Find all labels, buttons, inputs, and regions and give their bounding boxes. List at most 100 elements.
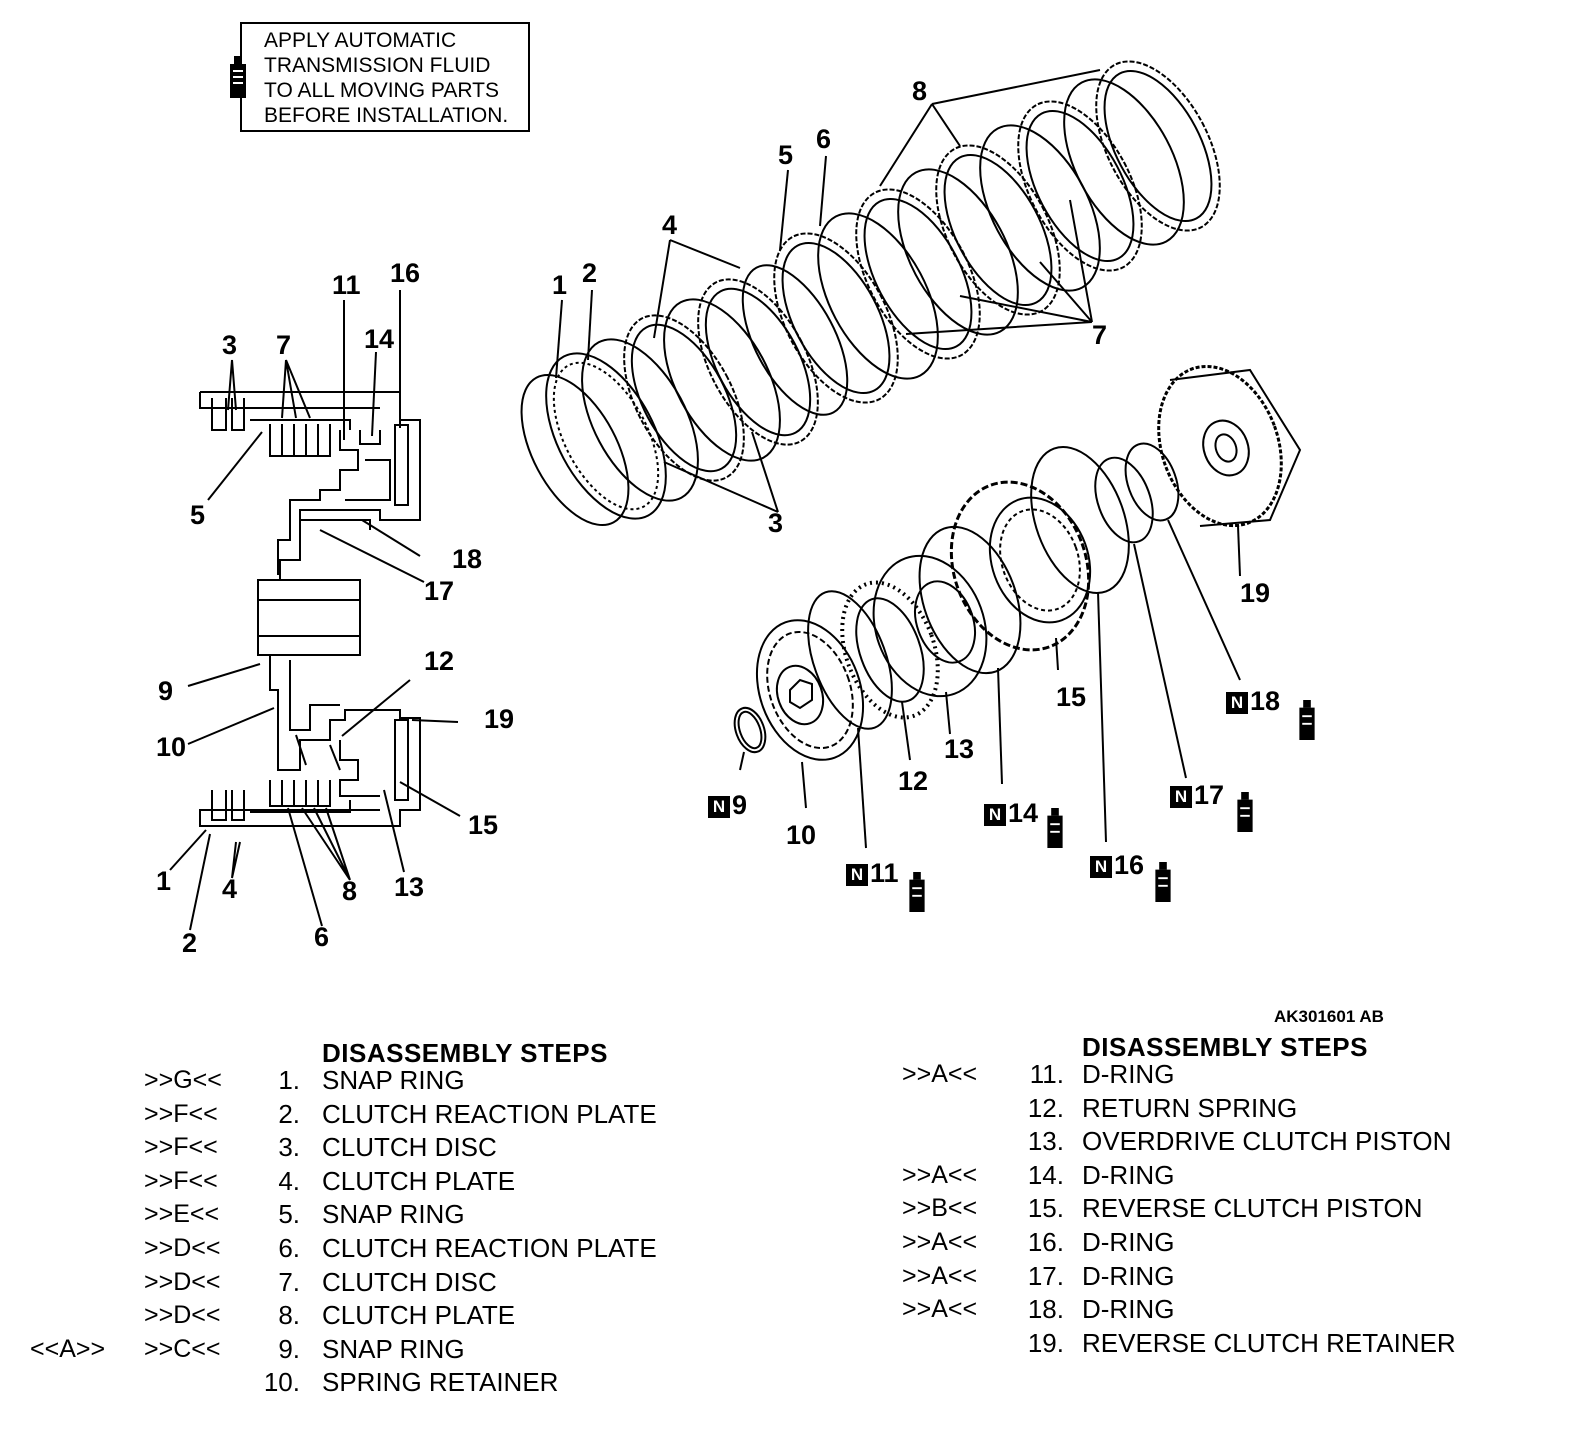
callout-14: 14 — [364, 324, 395, 354]
n-tag: N — [708, 796, 730, 818]
exploded-callout-8: 8 — [912, 76, 928, 106]
step-code: >>D<< — [144, 1234, 221, 1262]
step-row: >>A<< 11. D-RING — [0, 1058, 1584, 1091]
step-row: <<A>> >>C<< 9. SNAP RING — [0, 1333, 1584, 1366]
step-label: SNAP RING — [322, 1199, 465, 1230]
callout-1: 1 — [156, 866, 172, 896]
step-label: SNAP RING — [322, 1065, 465, 1095]
note-line: TO ALL MOVING PARTS — [264, 79, 499, 102]
exploded-callout-4: 4 — [662, 210, 678, 240]
step-label: D-RING — [1082, 1294, 1175, 1325]
step-num: 19. — [1027, 1327, 1064, 1358]
step-num: 5. — [278, 1199, 300, 1230]
exploded-view-diagram — [169, 60, 1302, 931]
step-code: >>F<< — [144, 1166, 218, 1195]
step-row: >>F<<3.CLUTCH DISC — [0, 1131, 1584, 1164]
step-label: D-RING — [1082, 1059, 1175, 1089]
exploded-callout-15: 15 — [1056, 682, 1087, 712]
step-code: >>C<< — [144, 1334, 221, 1363]
step-num: 12. — [1027, 1092, 1064, 1123]
callout-6: 6 — [314, 922, 330, 952]
step-num: 3. — [278, 1132, 300, 1163]
step-num: 13. — [1027, 1126, 1064, 1157]
step-num: 10. — [263, 1367, 300, 1398]
step-num: 7. — [278, 1266, 300, 1297]
callout-4: 4 — [222, 874, 238, 904]
step-label: CLUTCH DISC — [322, 1132, 497, 1163]
step-row: 19. REVERSE CLUTCH RETAINER — [0, 1327, 1584, 1360]
step-label: SPRING RETAINER — [322, 1367, 559, 1398]
note-line: APPLY AUTOMATIC — [264, 29, 457, 52]
step-row: >>A<<17.D-RING — [0, 1260, 1584, 1293]
callout-3: 3 — [222, 330, 238, 360]
clutch-pack-exploded — [520, 60, 1221, 527]
callout-19: 19 — [484, 704, 515, 734]
atf-bottle-icon — [909, 872, 925, 912]
step-code: >>A<< — [902, 1160, 978, 1189]
step-label: SNAP RING — [322, 1333, 465, 1364]
step-code: >>G<< — [144, 1066, 222, 1094]
step-row: 12. RETURN SPRING — [0, 1092, 1584, 1125]
step-label: D-RING — [1082, 1260, 1175, 1291]
step-row: >>D<<6.CLUTCH REACTION PLATE — [0, 1232, 1584, 1265]
step-num: 2. — [278, 1098, 300, 1129]
callout-5: 5 — [190, 500, 206, 530]
callout-13: 13 — [394, 872, 425, 902]
step-num: 11. — [1029, 1059, 1064, 1089]
note-line: TRANSMISSION FLUID — [264, 54, 491, 77]
step-code: >>F<< — [144, 1099, 218, 1128]
note-line: BEFORE INSTALLATION. — [264, 104, 509, 127]
step-row: >>G<< 1. SNAP RING — [0, 1064, 1584, 1097]
callout-8: 8 — [342, 876, 358, 906]
atf-bottle-icon — [1237, 792, 1253, 832]
atf-bottle-icon — [1047, 808, 1063, 848]
steps-title-right: DISASSEMBLY STEPS — [1082, 1032, 1368, 1062]
step-code: >>A<< — [902, 1228, 978, 1256]
step-pre: <<A>> — [30, 1334, 106, 1363]
step-num: 16. — [1027, 1227, 1064, 1257]
step-row: 13. OVERDRIVE CLUTCH PISTON — [0, 1125, 1584, 1158]
exploded-callout-7: 7 — [1092, 320, 1108, 350]
atf-note-box: APPLY AUTOMATIC TRANSMISSION FLUID TO AL… — [240, 22, 530, 132]
exploded-callout-10: 10 — [786, 820, 817, 850]
step-num: 18. — [1027, 1294, 1064, 1325]
step-label: RETURN SPRING — [1082, 1092, 1298, 1123]
step-num: 9. — [278, 1333, 300, 1364]
callout-2: 2 — [182, 928, 198, 958]
step-label: REVERSE CLUTCH PISTON — [1082, 1193, 1423, 1224]
step-label: OVERDRIVE CLUTCH PISTON — [1082, 1126, 1452, 1157]
step-row: >>F<<4.CLUTCH PLATE — [0, 1165, 1584, 1198]
step-row: >>D<<7.CLUTCH DISC — [0, 1266, 1584, 1299]
steps-title-left: DISASSEMBLY STEPS — [322, 1038, 608, 1068]
exploded-callout-19: 19 — [1240, 578, 1271, 608]
step-code: >>B<< — [902, 1194, 978, 1223]
step-code: >>E<< — [144, 1200, 220, 1229]
step-code: >>A<< — [902, 1060, 978, 1088]
step-row: >>A<<16.D-RING — [0, 1226, 1584, 1259]
step-num: 14. — [1027, 1159, 1064, 1190]
callout-15: 15 — [468, 810, 499, 840]
step-label: CLUTCH PLATE — [322, 1300, 516, 1331]
step-num: 15. — [1027, 1193, 1064, 1224]
n-tag: N — [846, 864, 868, 886]
step-row: >>A<<18.D-RING — [0, 1293, 1584, 1326]
atf-bottle-icon — [1155, 862, 1171, 902]
clutch-cross-section — [169, 290, 461, 931]
callout-11: 11 — [332, 270, 361, 300]
step-label: REVERSE CLUTCH RETAINER — [1082, 1327, 1456, 1358]
step-row: >>A<<14.D-RING — [0, 1159, 1584, 1192]
callout-17: 17 — [424, 576, 455, 606]
step-num: 6. — [278, 1233, 300, 1263]
exploded-callout-12: 12 — [898, 766, 929, 796]
step-label: CLUTCH PLATE — [322, 1165, 516, 1196]
step-num: 1. — [278, 1065, 300, 1095]
exploded-callout-13: 13 — [944, 734, 975, 764]
step-code: >>A<< — [902, 1261, 978, 1290]
step-label: CLUTCH DISC — [322, 1266, 497, 1297]
exploded-callout-3: 3 — [768, 508, 784, 538]
callout-9: 9 — [158, 676, 174, 706]
